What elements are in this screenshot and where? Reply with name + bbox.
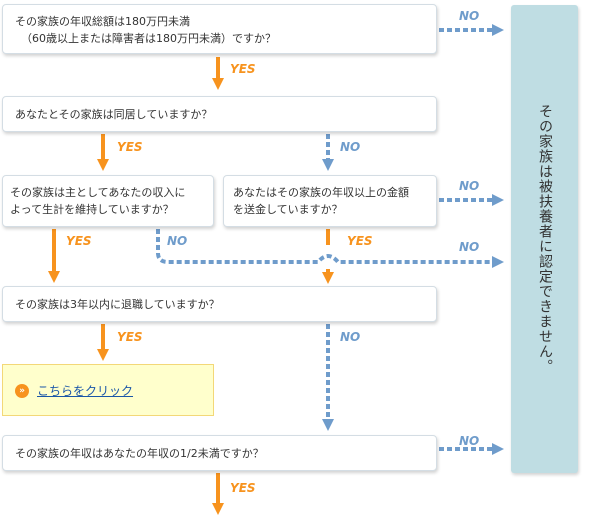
no-label-q3-right: NO: [459, 240, 480, 254]
question-supported-line2: よって生計を維持していますか？: [10, 203, 174, 216]
yes-label-q2: YES: [117, 140, 143, 154]
no-label-q6: NO: [459, 434, 480, 448]
question-supported-line1: その家族は主としてあなたの収入に: [10, 186, 186, 199]
question-living-together-text: あなたとその家族は同居していますか？: [15, 108, 213, 121]
double-chevron-right-icon: »: [15, 384, 29, 398]
yes-label-q5: YES: [117, 330, 143, 344]
click-here-link[interactable]: こちらをクリック: [37, 384, 134, 398]
yes-label-q4: YES: [347, 234, 373, 248]
question-supported-by-income: その家族は主としてあなたの収入に よって生計を維持していますか？: [2, 175, 214, 227]
question-income-limit-line1: その家族の年収総額は180万円未満: [15, 15, 190, 28]
yes-label-q1: YES: [230, 62, 256, 76]
question-half-income: その家族の年収はあなたの年収の1/2未満ですか？: [2, 435, 437, 471]
not-eligible-text: その家族は被扶養者に認定できません。: [537, 104, 553, 374]
yes-label-q6: YES: [230, 481, 256, 495]
no-label-q1: NO: [459, 9, 480, 23]
question-retired-text: その家族は3年以内に退職していますか？: [15, 298, 220, 311]
not-eligible-panel: その家族は被扶養者に認定できません。: [511, 5, 578, 473]
no-label-q4: NO: [459, 179, 480, 193]
question-half-income-text: その家族の年収はあなたの年収の1/2未満ですか？: [15, 447, 264, 460]
click-here-box: » こちらをクリック: [2, 364, 214, 416]
question-retired: その家族は3年以内に退職していますか？: [2, 286, 437, 322]
no-arrow-q3: [156, 229, 504, 268]
question-remittance-line2: を送金していますか？: [233, 203, 343, 216]
question-living-together: あなたとその家族は同居していますか？: [2, 96, 437, 132]
yes-label-q3: YES: [66, 234, 92, 248]
question-remittance-line1: あなたはその家族の年収以上の金額: [233, 186, 409, 199]
question-remittance: あなたはその家族の年収以上の金額 を送金していますか？: [223, 175, 437, 227]
no-label-q2: NO: [340, 140, 361, 154]
question-income-limit: その家族の年収総額は180万円未満 （60歳以上または障害者は180万円未満）で…: [2, 4, 437, 54]
question-income-limit-line2: （60歳以上または障害者は180万円未満）ですか？: [21, 32, 276, 45]
no-label-q5: NO: [340, 330, 361, 344]
no-label-q3: NO: [167, 234, 188, 248]
